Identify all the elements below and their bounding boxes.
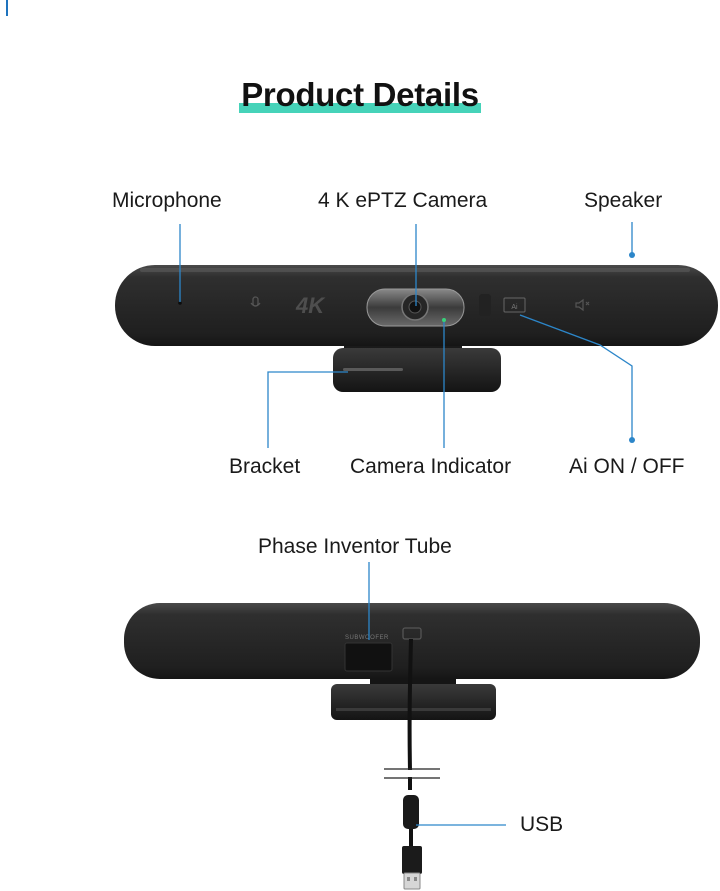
front-bracket (333, 348, 501, 392)
camera-label: 4 K ePTZ Camera (318, 189, 488, 212)
usb-plug-body (402, 846, 422, 874)
speaker-label: Speaker (584, 189, 663, 212)
camera-lens-inner (408, 300, 422, 314)
usb-plug-connector-icon (403, 872, 421, 890)
usb-socket-icon (402, 627, 422, 640)
title-block: Product Details (0, 76, 720, 114)
back-subwoofer-text: SUBWOOFER (345, 635, 389, 641)
corner-mark (6, 0, 8, 16)
ai-callout-line (519, 314, 633, 440)
indicator-led (442, 318, 446, 322)
phase-tube-port (344, 642, 393, 672)
back-view: SUBWOOFER (124, 603, 700, 890)
front-4k-mark: 4K (295, 293, 326, 318)
front-view: 4K Ai (115, 265, 718, 392)
sensor-pad (479, 294, 491, 316)
ai-badge-icon (503, 297, 526, 313)
page-title: Product Details (239, 76, 481, 114)
front-callouts (179, 222, 633, 448)
usb-cable (407, 638, 413, 790)
back-callouts (368, 562, 506, 826)
bracket-callout-line (267, 371, 348, 448)
camera-indicator-label: Camera Indicator (350, 455, 512, 478)
cable-break-gap (395, 770, 427, 777)
ai-toggle-label: Ai ON / OFF (569, 455, 685, 478)
back-bracket (331, 684, 496, 720)
phase-tube-label: Phase Inventor Tube (258, 535, 452, 558)
usb-plug-slot-left (407, 877, 410, 881)
ferrite-core (403, 795, 419, 829)
microphone-hole-icon (178, 301, 182, 305)
speaker-glyph-icon (575, 298, 590, 312)
ai-callout-dot (629, 437, 635, 443)
bracket-label: Bracket (229, 455, 301, 478)
speaker-callout-dot (629, 252, 635, 258)
usb-label: USB (520, 813, 564, 836)
ai-badge-text: Ai (511, 304, 518, 311)
microphone-label: Microphone (112, 189, 222, 212)
front-bracket-highlight (343, 368, 403, 371)
front-bar-sheen (140, 268, 690, 272)
usb-plug-slot-right (414, 877, 417, 881)
back-bracket-edge (336, 708, 491, 711)
page-title-text: Product Details (241, 76, 479, 113)
mic-glyph-icon (250, 296, 261, 307)
